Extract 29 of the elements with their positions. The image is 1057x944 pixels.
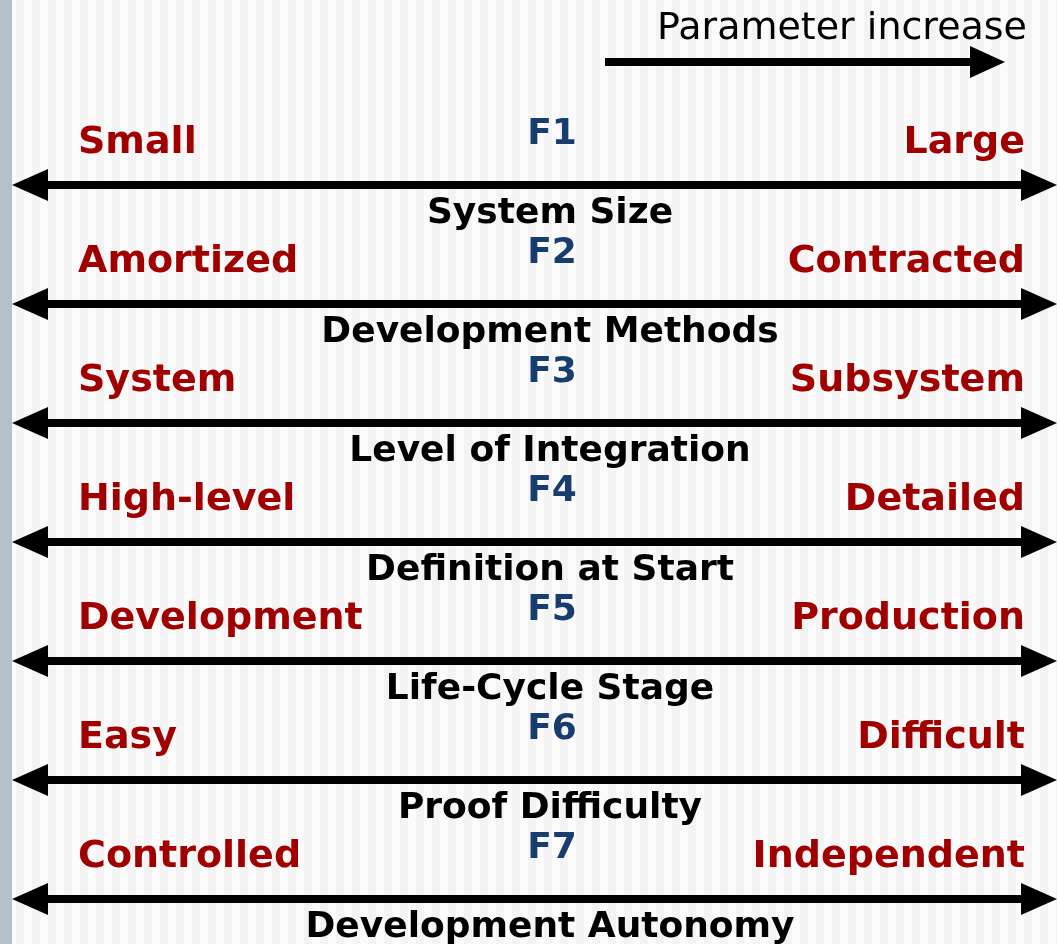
factor-name: Life-Cycle Stage: [385, 667, 715, 707]
factor-name: Development Autonomy: [305, 905, 795, 944]
low-end-label: Amortized: [78, 236, 299, 282]
factor-name: Definition at Start: [366, 548, 734, 588]
factor-code: F6: [527, 706, 577, 748]
low-end-label: Easy: [78, 712, 177, 758]
factor-code: F2: [527, 230, 577, 272]
high-end-label: Contracted: [787, 236, 1025, 282]
low-end-label: Development: [78, 593, 363, 639]
low-end-label: Small: [78, 117, 197, 163]
low-end-label: System: [78, 355, 237, 401]
factor-code: F3: [527, 349, 577, 391]
factor-name: Proof Difficulty: [397, 786, 703, 826]
high-end-label: Subsystem: [789, 355, 1025, 401]
low-end-label: High-level: [78, 474, 296, 520]
factor-code: F1: [527, 111, 577, 153]
factor-code: F7: [527, 825, 577, 867]
high-end-label: Large: [903, 117, 1025, 163]
low-end-label: Controlled: [78, 831, 302, 877]
factor-name: Level of Integration: [349, 429, 751, 469]
axis-caption: Parameter increase: [657, 4, 1027, 48]
factor-code: F4: [527, 468, 577, 510]
high-end-label: Production: [791, 593, 1025, 639]
high-end-label: Difficult: [857, 712, 1025, 758]
high-end-label: Independent: [752, 831, 1025, 877]
factor-name: System Size: [426, 191, 674, 231]
high-end-label: Detailed: [844, 474, 1025, 520]
factor-code: F5: [527, 587, 577, 629]
factor-name: Development Methods: [321, 310, 779, 350]
